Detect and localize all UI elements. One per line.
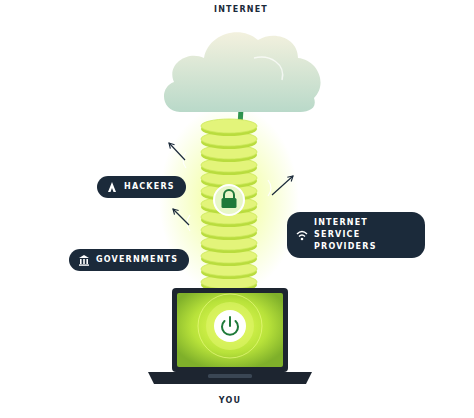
deflect-marks [183, 152, 271, 231]
pill-icon [78, 254, 90, 266]
padlock-icon [222, 190, 237, 208]
lock-badge [214, 185, 244, 215]
pill-icon [296, 229, 308, 241]
threat-pill: GOVERNMENTS [69, 249, 189, 271]
node-label: GOVERNMENTS [96, 254, 178, 266]
node-label: YOU [146, 396, 314, 405]
internet-cloud: INTERNET [158, 24, 324, 112]
laptop-shape [146, 286, 314, 388]
node-label: INTERNET SERVICE PROVIDERS [314, 217, 414, 253]
threat-pill: INTERNET SERVICE PROVIDERS [287, 212, 425, 258]
deflect-arrows [169, 143, 293, 225]
node-label: INTERNET [158, 5, 324, 14]
user-laptop: YOU [146, 286, 314, 388]
cloud-shape [158, 24, 324, 112]
pill-icon [106, 181, 118, 193]
tunnel-rings [201, 119, 257, 292]
node-label: HACKERS [124, 181, 175, 193]
threat-pill: HACKERS [97, 176, 186, 198]
